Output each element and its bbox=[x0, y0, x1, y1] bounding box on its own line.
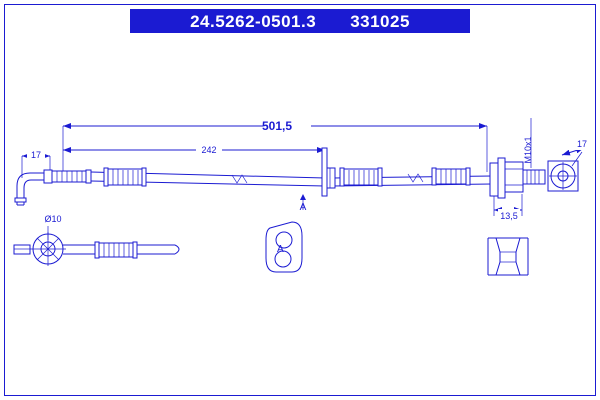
hose-clip-2 bbox=[339, 167, 383, 187]
reference-number: 331025 bbox=[350, 11, 410, 31]
right-end-view: 17 bbox=[547, 138, 590, 192]
dimension-left-17: 17 bbox=[21, 148, 51, 178]
hose-left-end bbox=[14, 172, 44, 206]
section-a-detail: A bbox=[265, 221, 303, 273]
hose-marker-2 bbox=[407, 173, 424, 183]
section-a-detail-label: A bbox=[277, 244, 284, 255]
dim-total-length-label: 501,5 bbox=[262, 119, 292, 133]
dim-242-label: 242 bbox=[201, 145, 216, 155]
dimension-thread: M10x1 bbox=[523, 118, 533, 168]
right-fitting bbox=[489, 157, 546, 199]
dim-13-5-label: 13,5 bbox=[500, 211, 518, 221]
dimension-13-5: 13,5 bbox=[493, 194, 523, 221]
section-mark-a-top: A bbox=[300, 194, 307, 213]
dim-thread-label: M10x1 bbox=[523, 136, 533, 163]
section-a-top-label: A bbox=[300, 202, 307, 213]
banjo-eye-view bbox=[13, 232, 180, 266]
dimension-eye-diameter: Ø10 bbox=[44, 214, 62, 240]
page-border bbox=[4, 4, 596, 396]
dimension-segment-242: 242 bbox=[63, 143, 326, 165]
hose-marker-1 bbox=[231, 174, 248, 184]
center-bracket bbox=[321, 147, 336, 197]
dim-right-17-label: 17 bbox=[577, 139, 587, 149]
hose-clip-1 bbox=[103, 167, 147, 187]
title-bar: 24.5262-0501.3 331025 bbox=[130, 9, 470, 33]
dimension-total-length: 501,5 bbox=[62, 118, 488, 172]
part-number: 24.5262-0501.3 bbox=[190, 11, 317, 31]
socket-detail-view bbox=[487, 237, 529, 276]
hose-crimp-left bbox=[43, 169, 92, 184]
hose-clip-3 bbox=[431, 167, 471, 186]
dim-left-17-label: 17 bbox=[31, 150, 41, 160]
dim-eye-diameter-label: Ø10 bbox=[44, 214, 61, 224]
